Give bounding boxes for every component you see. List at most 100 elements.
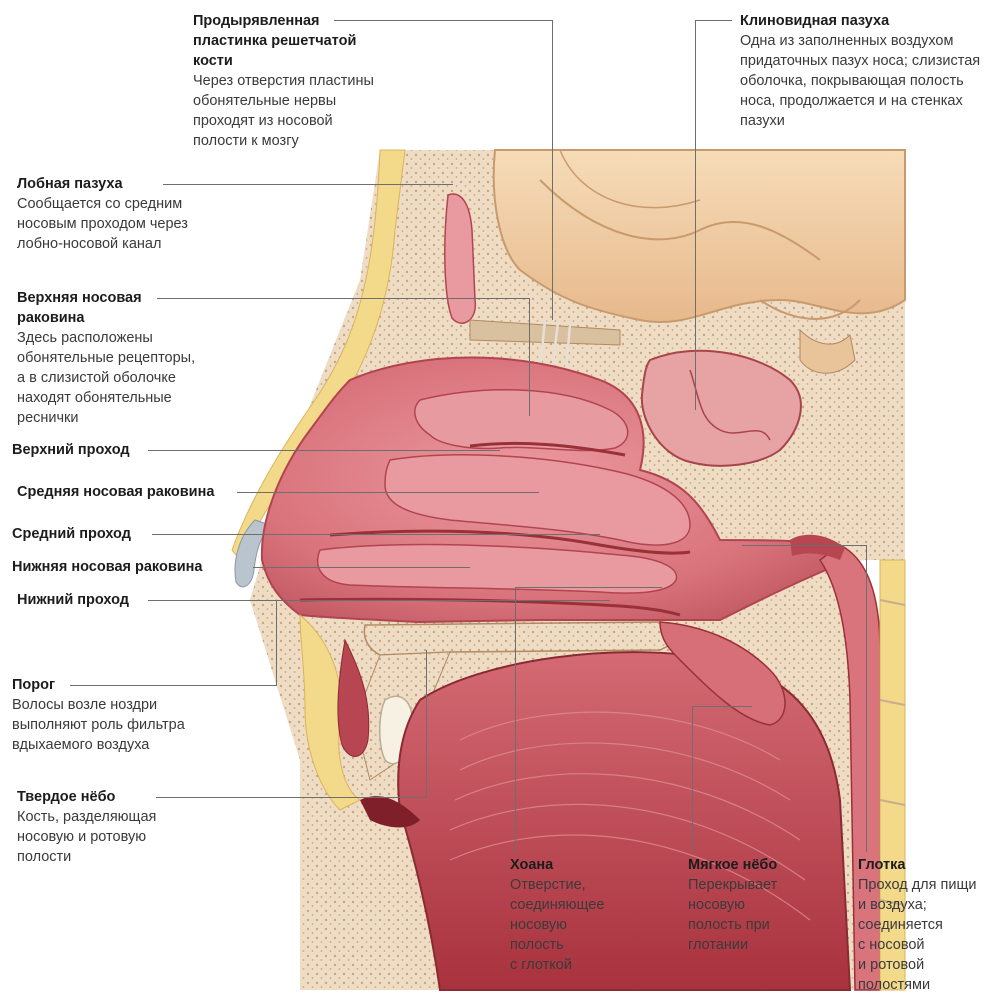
label-choana: Хоана Отверстие, соединяющее носовую пол… <box>510 855 604 975</box>
label-pharynx: Глотка Проход для пищи и воздуха; соедин… <box>858 855 977 995</box>
label-hard-palate-desc-2: носовую и ротовую <box>17 829 147 845</box>
leader-line-middle-meatus <box>152 534 600 535</box>
label-vestibule-desc-3: вдыхаемого воздуха <box>12 737 150 753</box>
label-pharynx-title: Глотка <box>858 857 906 873</box>
label-hard-palate-desc-3: полости <box>17 849 72 865</box>
label-hard-palate-title: Твердое нёбо <box>17 789 116 805</box>
label-frontal-desc-1: Сообщается со средним <box>17 196 183 212</box>
leader-line-choana <box>515 587 662 588</box>
hard-palate-bone <box>363 621 682 656</box>
label-inferior-concha-title: Нижняя носовая раковина <box>12 559 203 575</box>
label-superior-concha-desc-4: находят обонятельные <box>17 390 172 406</box>
label-superior-concha-desc-3: а в слизистой оболочке <box>17 370 176 386</box>
label-superior-concha: Верхняя носовая раковина Здесь расположе… <box>17 288 195 428</box>
label-frontal-desc-3: лобно-носовой канал <box>17 236 162 252</box>
label-hard-palate-desc-1: Кость, разделяющая <box>17 809 157 825</box>
label-cribriform-desc-4: полости к мозгу <box>193 133 299 149</box>
label-soft-palate-desc-1: Перекрывает <box>688 877 778 893</box>
label-soft-palate: Мягкое нёбо Перекрывает носовую полость … <box>688 855 777 955</box>
leader-line-vestibule-v <box>276 600 277 686</box>
lip-mucosa <box>337 638 370 757</box>
label-vestibule-title: Порог <box>12 677 56 693</box>
inferior-concha-shape <box>316 543 678 594</box>
label-middle-concha: Средняя носовая раковина <box>17 482 214 502</box>
label-choana-desc-5: с глоткой <box>510 957 572 973</box>
label-middle-concha-title: Средняя носовая раковина <box>17 484 215 500</box>
leader-line-inferior-concha <box>253 567 470 568</box>
leader-line-soft-palate <box>692 706 752 707</box>
label-pharynx-desc-5: и ротовой <box>858 957 925 973</box>
label-choana-desc-4: полость <box>510 937 564 953</box>
label-pharynx-desc-3: соединяется <box>858 917 943 933</box>
label-inferior-meatus: Нижний проход <box>17 590 129 610</box>
frontal-sinus <box>444 193 477 324</box>
label-vestibule-desc-2: выполняют роль фильтра <box>12 717 185 733</box>
adenoid <box>790 534 845 560</box>
label-superior-concha-desc-5: реснички <box>17 410 79 426</box>
leader-line-hard-palate-v <box>426 650 427 798</box>
sella-turcica <box>799 328 856 374</box>
label-vestibule-desc-1: Волосы возле ноздри <box>12 697 158 713</box>
label-sphenoid-desc-3: оболочка, покрывающая полость <box>740 73 964 89</box>
label-cribriform-title-3: кости <box>193 53 233 69</box>
leader-line-superior-concha <box>157 298 529 299</box>
label-pharynx-desc-1: Проход для пищи <box>858 877 977 893</box>
leader-line-choana-v <box>515 587 516 852</box>
label-middle-meatus-title: Средний проход <box>12 526 131 542</box>
label-sphenoid-sinus: Клиновидная пазуха Одна из заполненных в… <box>740 11 980 131</box>
label-cribriform-plate: Продырявленная пластинка решетчатой кост… <box>193 11 374 151</box>
label-pharynx-desc-6: полостями <box>858 977 931 993</box>
label-sphenoid-title: Клиновидная пазуха <box>740 13 890 29</box>
middle-concha-shape <box>384 454 691 546</box>
label-sphenoid-desc-4: носа, продолжается и на стенках <box>740 93 963 109</box>
label-cribriform-desc-1: Через отверстия пластины <box>193 73 374 89</box>
label-frontal-title: Лобная пазуха <box>17 176 123 192</box>
label-vestibule: Порог Волосы возле ноздри выполняют роль… <box>12 675 185 755</box>
label-superior-meatus: Верхний проход <box>12 440 130 460</box>
label-cribriform-desc-3: проходят из носовой <box>193 113 333 129</box>
leader-line-sphenoid-v <box>695 20 696 410</box>
label-sphenoid-desc-2: придаточных пазух носа; слизистая <box>740 53 981 69</box>
label-inferior-meatus-title: Нижний проход <box>17 592 129 608</box>
label-hard-palate: Твердое нёбо Кость, разделяющая носовую … <box>17 787 156 867</box>
leader-line-pharynx <box>742 545 866 546</box>
label-inferior-concha: Нижняя носовая раковина <box>12 557 203 577</box>
label-cribriform-desc-2: обонятельные нервы <box>193 93 337 109</box>
leader-line-superior-concha-v <box>529 298 530 416</box>
leader-line-hard-palate <box>156 797 426 798</box>
leader-line-soft-palate-v <box>692 706 693 852</box>
label-soft-palate-desc-2: носовую <box>688 897 746 913</box>
label-superior-meatus-title: Верхний проход <box>12 442 130 458</box>
soft-palate-shape <box>659 621 786 726</box>
label-superior-concha-desc-2: обонятельные рецепторы, <box>17 350 196 366</box>
label-superior-concha-title-1: Верхняя носовая <box>17 290 142 306</box>
label-frontal-sinus: Лобная пазуха Сообщается со средним носо… <box>17 174 188 254</box>
tongue <box>397 651 852 991</box>
label-soft-palate-desc-3: полость при <box>688 917 770 933</box>
label-pharynx-desc-4: с носовой <box>858 937 925 953</box>
pharynx-wall <box>818 544 881 991</box>
label-cribriform-title-2: пластинка решетчатой <box>193 33 357 49</box>
leader-line-superior-meatus <box>148 450 500 451</box>
label-choana-desc-1: Отверстие, <box>510 877 586 893</box>
skin-fat-layer <box>231 149 406 561</box>
cervical-spine <box>879 559 906 991</box>
leader-line-cribriform <box>334 20 552 21</box>
label-superior-concha-desc-1: Здесь расположены <box>17 330 153 346</box>
label-frontal-desc-2: носовым проходом через <box>17 216 188 232</box>
leader-line-frontal <box>163 184 453 185</box>
mouth-gap <box>360 796 420 828</box>
leader-line-pharynx-v <box>866 545 867 852</box>
leader-line-vestibule <box>70 685 276 686</box>
leader-line-cribriform-v <box>552 20 553 320</box>
leader-line-sphenoid <box>695 20 732 21</box>
sphenoid-sinus <box>640 349 802 467</box>
label-soft-palate-title: Мягкое нёбо <box>688 857 778 873</box>
label-pharynx-desc-2: и воздуха; <box>858 897 927 913</box>
label-superior-concha-title-2: раковина <box>17 310 85 326</box>
label-choana-desc-2: соединяющее <box>510 897 605 913</box>
label-cribriform-title-1: Продырявленная <box>193 13 320 29</box>
label-sphenoid-desc-5: пазухи <box>740 113 785 129</box>
label-sphenoid-desc-1: Одна из заполненных воздухом <box>740 33 954 49</box>
